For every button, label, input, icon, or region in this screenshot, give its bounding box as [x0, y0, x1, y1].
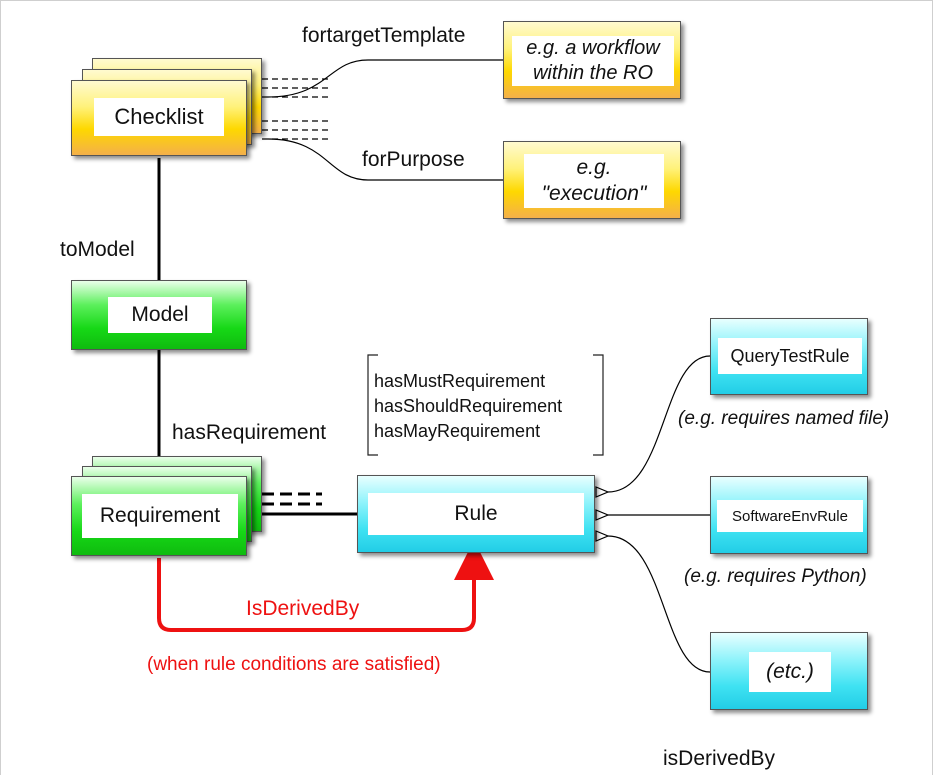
is-derived-by-bottom-label: isDerivedBy [663, 747, 776, 770]
requirement-type-bracket [367, 354, 604, 456]
checklist-label: Checklist [94, 98, 224, 136]
requirement-type-must: hasMustRequirement [374, 371, 546, 391]
purpose-example-line1: e.g. [576, 156, 612, 179]
query-test-rule-note: (e.g. requires named file) [678, 408, 890, 429]
model-node[interactable]: Model [71, 280, 247, 350]
edge-requirement-rule [248, 492, 358, 516]
derived-condition-note: (when rule conditions are satisfied) [147, 654, 441, 675]
requirement-label: Requirement [82, 494, 238, 538]
requirement-node[interactable]: Requirement [71, 476, 247, 556]
etc-rule-label: (etc.) [749, 652, 831, 692]
software-env-rule-node[interactable]: SoftwareEnvRule [710, 476, 868, 554]
etc-rule-node[interactable]: (etc.) [710, 632, 868, 710]
edge-rule-subclasses [595, 355, 711, 673]
edge-for-target-template [262, 59, 503, 98]
query-test-rule-node[interactable]: QueryTestRule [710, 318, 868, 395]
edge-for-purpose [262, 120, 503, 181]
purpose-example-node[interactable]: e.g. "execution" [503, 141, 681, 219]
checklist-node[interactable]: Checklist [71, 80, 247, 156]
rule-label: Rule [368, 493, 584, 535]
target-template-example-node[interactable]: e.g. a workflow within the RO [503, 21, 681, 99]
model-label: Model [108, 297, 212, 333]
requirement-type-may: hasMayRequirement [374, 421, 541, 441]
purpose-example-line2: "execution" [541, 182, 647, 205]
rule-node[interactable]: Rule [357, 475, 595, 553]
software-env-rule-note: (e.g. requires Python) [684, 566, 867, 587]
requirement-type-should: hasShouldRequirement [374, 396, 563, 416]
target-example-line2: within the RO [532, 62, 654, 84]
for-purpose-label: forPurpose [362, 148, 465, 171]
for-target-template-label: fortargetTemplate [302, 24, 466, 47]
has-requirement-label: hasRequirement [172, 421, 327, 444]
purpose-example-label: e.g. "execution" [524, 154, 664, 208]
target-template-example-label: e.g. a workflow within the RO [512, 36, 674, 86]
software-env-rule-label: SoftwareEnvRule [717, 500, 863, 532]
target-example-line1: e.g. a workflow [526, 37, 660, 59]
query-test-rule-label: QueryTestRule [718, 338, 862, 374]
edge-is-derived-by [157, 540, 494, 632]
to-model-label: toModel [60, 238, 135, 261]
is-derived-by-label: IsDerivedBy [246, 597, 360, 620]
